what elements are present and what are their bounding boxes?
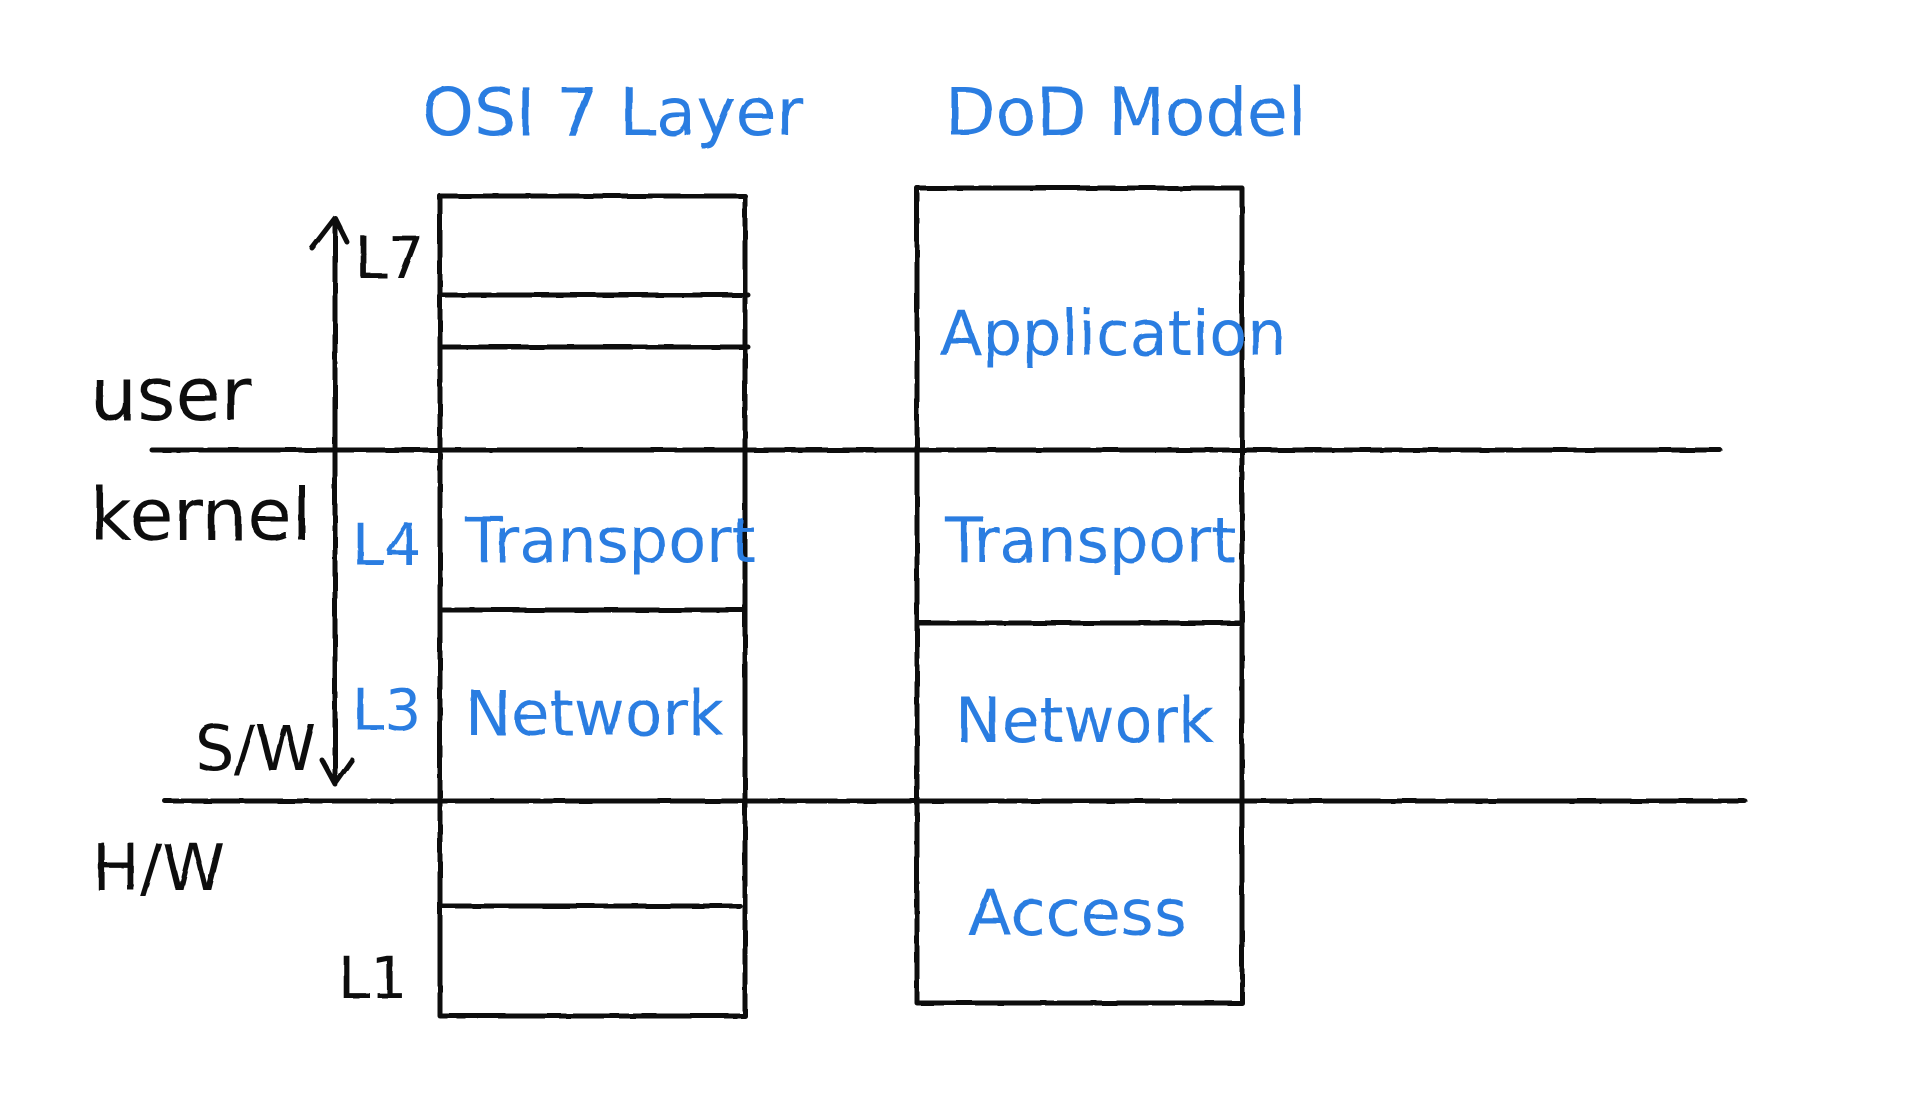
dod-title: DoD Model	[945, 74, 1306, 151]
osi-title: OSI 7 Layer	[422, 74, 804, 151]
dod-layer-network: Network	[955, 684, 1214, 757]
user-label: user	[90, 352, 252, 438]
layer-number-l4: L4	[352, 511, 421, 579]
arrow-up-head-icon	[309, 215, 350, 251]
dod-column-box	[914, 185, 1245, 1006]
dod-layer-application: Application	[940, 297, 1286, 370]
layer-number-l1: L1	[338, 944, 407, 1012]
dod-layer-transport: Transport	[944, 504, 1236, 577]
osi-layer-transport: Transport	[464, 504, 756, 577]
osi-layer-network: Network	[465, 677, 724, 750]
kernel-label: kernel	[90, 473, 312, 557]
hardware-label: H/W	[92, 832, 225, 906]
software-label: S/W	[195, 712, 317, 785]
layer-number-l3: L3	[352, 676, 421, 744]
dod-layer-access: Access	[968, 877, 1187, 951]
osi-column-box	[437, 193, 748, 1019]
lines-layer	[149, 185, 1748, 1019]
arrow-down-head-icon	[319, 757, 355, 787]
layer-number-l7: L7	[355, 224, 424, 292]
